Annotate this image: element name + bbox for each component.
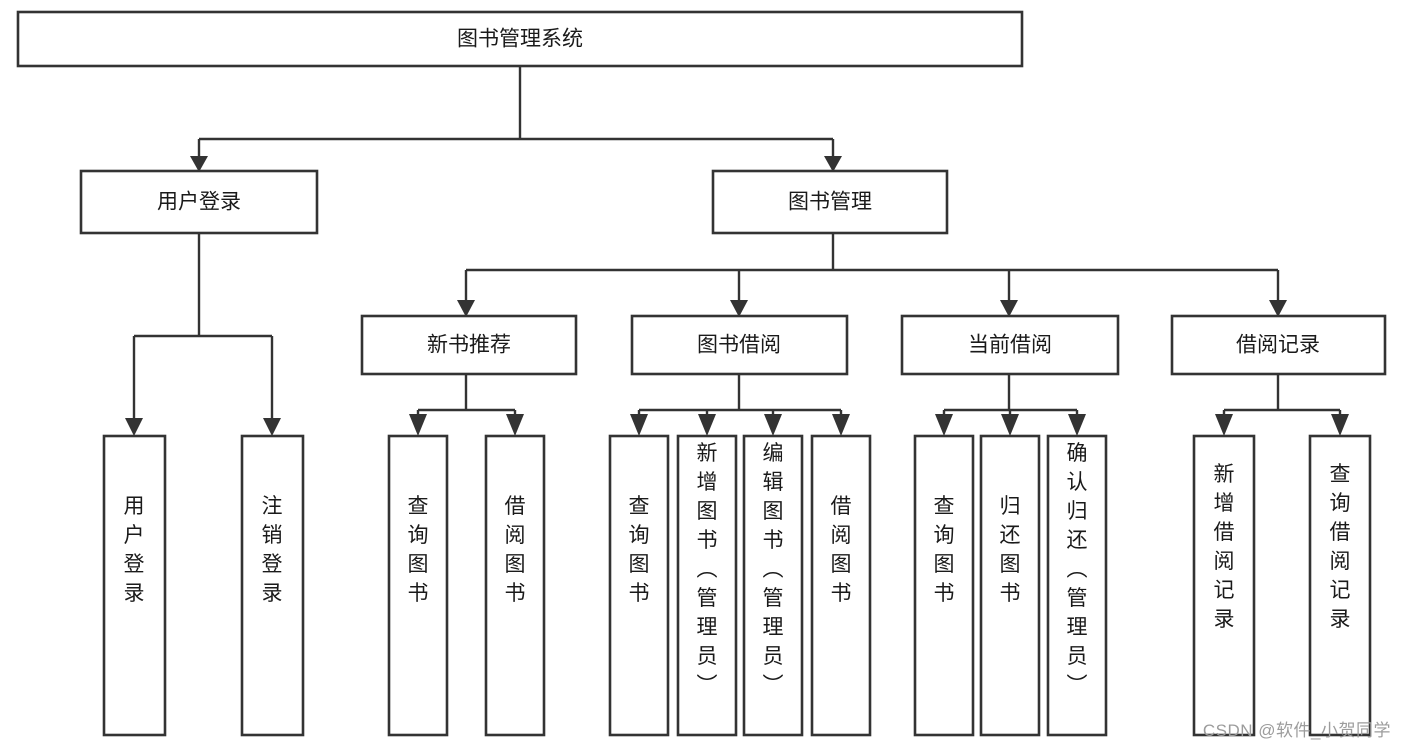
node-current-borrow-label: 当前借阅 [968, 334, 1052, 357]
node-user-login-label: 用户登录 [157, 191, 241, 214]
node-leaf-rec-add-box[interactable] [1192, 434, 1256, 737]
node-leaf-rec-search-box[interactable] [1308, 434, 1372, 737]
node-current-borrow-box[interactable] [900, 314, 1120, 376]
node-leaf-user-login-box[interactable] [102, 434, 167, 737]
node-new-book-rec[interactable]: 新书推荐 [360, 314, 578, 376]
arrow-head-book-manage [824, 156, 842, 172]
arrow-head-new-book-rec [457, 300, 475, 317]
node-user-login-box[interactable] [79, 169, 319, 235]
node-leaf-borrow-add-label: 新增图书︵管理员︶ [697, 442, 718, 697]
node-leaf-borrow-query[interactable]: 查询图书 [608, 434, 670, 737]
arrow-head-leaf-borrow-lend [832, 414, 850, 436]
node-current-borrow[interactable]: 当前借阅 [900, 314, 1120, 376]
node-leaf-rec-query[interactable]: 查询图书 [387, 434, 449, 737]
node-book-borrow-box[interactable] [630, 314, 849, 376]
arrow-head-book-borrow [730, 300, 748, 317]
node-leaf-cur-confirm-box[interactable] [1046, 434, 1108, 737]
node-leaf-borrow-add[interactable]: 新增图书︵管理员︶ [676, 434, 738, 737]
arrow-head-leaf-rec-borrow [506, 414, 524, 436]
node-leaf-user-logout-box[interactable] [240, 434, 305, 737]
arrow-head-user-login [190, 156, 208, 172]
node-borrow-record-box[interactable] [1170, 314, 1387, 376]
node-leaf-rec-query-box[interactable] [387, 434, 449, 737]
node-leaf-user-login-label: 用户登录 [124, 495, 145, 605]
node-book-borrow-label: 图书借阅 [697, 334, 781, 357]
arrow-head-leaf-borrow-edit [764, 414, 782, 436]
node-leaf-borrow-edit[interactable]: 编辑图书︵管理员︶ [742, 434, 804, 737]
arrow-head-leaf-rec-query [409, 414, 427, 436]
node-leaf-borrow-edit-label: 编辑图书︵管理员︶ [763, 442, 784, 697]
node-book-manage-box[interactable] [711, 169, 949, 235]
node-root-box[interactable] [16, 10, 1024, 68]
node-book-manage-label: 图书管理 [788, 191, 872, 214]
node-root-label: 图书管理系统 [457, 28, 583, 51]
node-leaf-cur-query[interactable]: 查询图书 [913, 434, 975, 737]
node-leaf-cur-query-box[interactable] [913, 434, 975, 737]
node-leaf-borrow-lend-label: 借阅图书 [831, 495, 852, 605]
node-new-book-rec-box[interactable] [360, 314, 578, 376]
node-leaf-cur-query-label: 查询图书 [934, 495, 955, 605]
arrow-head-borrow-record [1269, 300, 1287, 317]
node-leaf-borrow-lend[interactable]: 借阅图书 [810, 434, 872, 737]
arrow-head-current-borrow [1000, 300, 1018, 317]
node-leaf-rec-add-label: 新增借阅记录 [1214, 463, 1235, 631]
node-new-book-rec-label: 新书推荐 [427, 334, 511, 357]
node-leaf-borrow-lend-box[interactable] [810, 434, 872, 737]
node-root[interactable]: 图书管理系统 [16, 10, 1024, 68]
arrow-head-leaf-borrow-query [630, 414, 648, 436]
node-leaf-rec-borrow-label: 借阅图书 [505, 495, 526, 605]
node-leaf-rec-search[interactable]: 查询借阅记录 [1308, 434, 1372, 737]
node-book-manage[interactable]: 图书管理 [711, 169, 949, 235]
node-borrow-record-label: 借阅记录 [1236, 334, 1320, 357]
node-leaf-borrow-query-label: 查询图书 [629, 495, 650, 605]
connector-layer [125, 66, 1349, 436]
node-leaf-rec-borrow[interactable]: 借阅图书 [484, 434, 546, 737]
node-leaf-rec-borrow-box[interactable] [484, 434, 546, 737]
node-leaf-borrow-edit-box[interactable] [742, 434, 804, 737]
arrow-head-leaf-cur-return [1001, 414, 1019, 436]
node-leaf-cur-return[interactable]: 归还图书 [979, 434, 1041, 737]
node-leaf-user-login[interactable]: 用户登录 [102, 434, 167, 737]
node-leaf-cur-return-label: 归还图书 [1000, 495, 1021, 605]
node-leaf-rec-search-label: 查询借阅记录 [1330, 463, 1351, 631]
csdn-watermark: CSDN @软件_小贺同学 [1202, 721, 1391, 740]
node-user-login[interactable]: 用户登录 [79, 169, 319, 235]
arrow-head-leaf-cur-query [935, 414, 953, 436]
node-leaf-cur-return-box[interactable] [979, 434, 1041, 737]
arrow-head-leaf-borrow-add [698, 414, 716, 436]
arrow-head-leaf-user-logout [263, 418, 281, 436]
node-leaf-rec-add[interactable]: 新增借阅记录 [1192, 434, 1256, 737]
node-leaf-cur-confirm-label: 确认归还︵管理员︶ [1067, 442, 1088, 697]
node-leaf-cur-confirm[interactable]: 确认归还︵管理员︶ [1046, 434, 1108, 737]
node-leaf-borrow-add-box[interactable] [676, 434, 738, 737]
arrow-head-leaf-rec-search [1331, 414, 1349, 436]
node-leaf-rec-query-label: 查询图书 [408, 495, 429, 605]
arrow-head-leaf-user-login [125, 418, 143, 436]
arrow-head-leaf-cur-confirm [1068, 414, 1086, 436]
arrow-head-leaf-rec-add [1215, 414, 1233, 436]
node-book-borrow[interactable]: 图书借阅 [630, 314, 849, 376]
node-leaf-borrow-query-box[interactable] [608, 434, 670, 737]
node-leaf-user-logout-label: 注销登录 [262, 495, 283, 605]
node-leaf-user-logout[interactable]: 注销登录 [240, 434, 305, 737]
node-borrow-record[interactable]: 借阅记录 [1170, 314, 1387, 376]
